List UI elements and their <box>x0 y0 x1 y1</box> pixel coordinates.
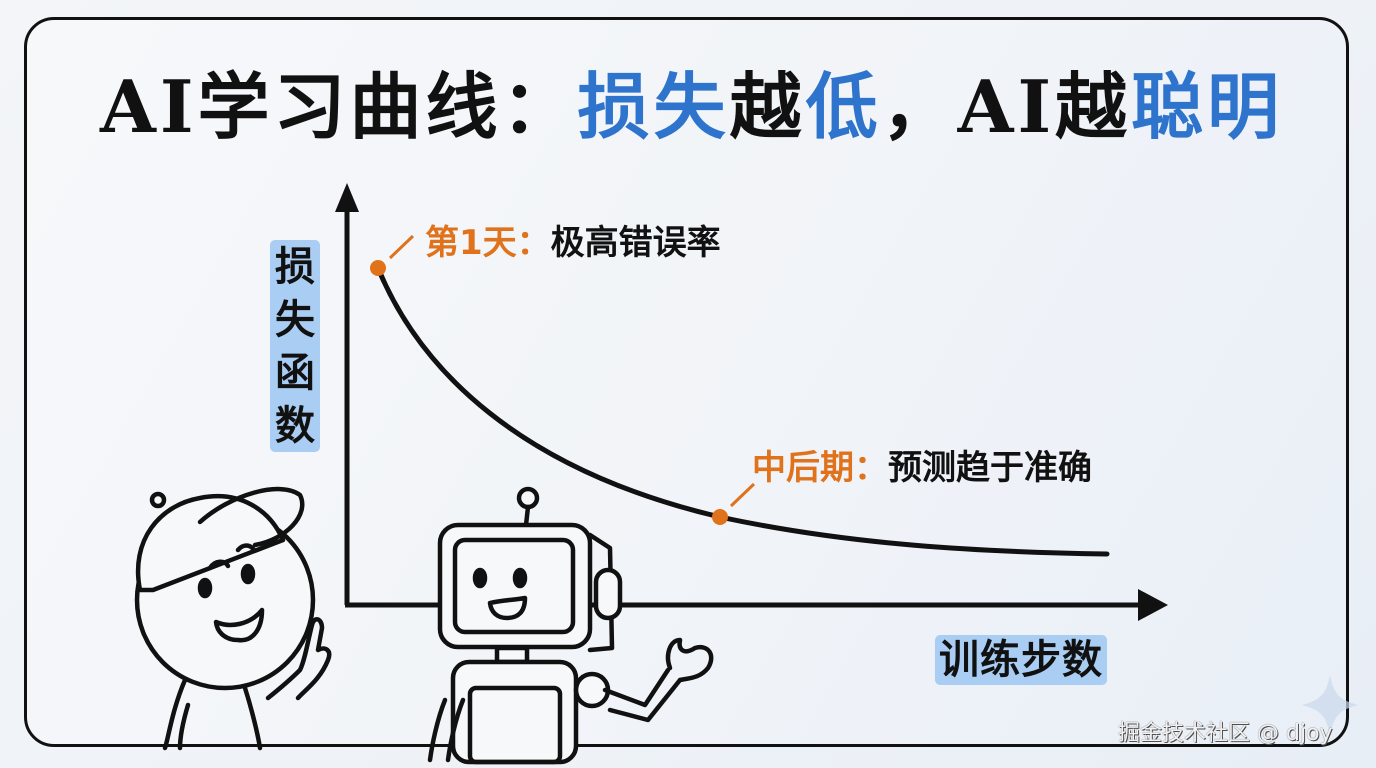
title-part-loss: 损失 <box>577 64 730 149</box>
y-axis-label-char: 函 <box>275 349 315 396</box>
annotation-midlate: 中后期：预测趋于准确 <box>752 440 1092 489</box>
annotation-desc: 预测趋于准确 <box>888 448 1092 488</box>
watermark: 掘金技术社区 @ djoy <box>1118 721 1333 746</box>
data-point-day1 <box>370 260 386 276</box>
title-part-smart: 聪明 <box>1131 64 1284 149</box>
boy-character <box>134 486 332 751</box>
y-axis-label-char: 失 <box>275 296 315 343</box>
title-part: ，AI越 <box>881 64 1132 149</box>
y-axis-arrow-icon <box>335 183 359 212</box>
annotation-day1: 第1天：极高错误率 <box>425 215 721 264</box>
title-part-low: 低 <box>805 64 882 149</box>
page-title: AI学习曲线：损失越低，AI越聪明 <box>100 62 1300 152</box>
robot-character <box>427 486 714 765</box>
y-axis-label-char: 损 <box>275 243 315 290</box>
title-part: 越 <box>729 64 806 149</box>
sparkle-icon <box>1302 675 1358 735</box>
annotation-key: 第1天： <box>425 223 551 263</box>
loss-curve <box>375 265 1110 557</box>
y-axis-label-char: 数 <box>275 402 315 449</box>
title-part: AI学习曲线： <box>100 64 578 149</box>
annotation-key: 中后期： <box>752 448 888 488</box>
x-axis-label: 训练步数 <box>935 635 1107 685</box>
leader-line <box>729 482 756 508</box>
y-axis-label: 损 失 函 数 <box>270 240 320 452</box>
annotation-desc: 极高错误率 <box>550 223 721 263</box>
leader-line <box>388 234 415 260</box>
data-point-midlate <box>712 509 728 525</box>
x-axis-arrow-icon <box>1138 589 1168 621</box>
